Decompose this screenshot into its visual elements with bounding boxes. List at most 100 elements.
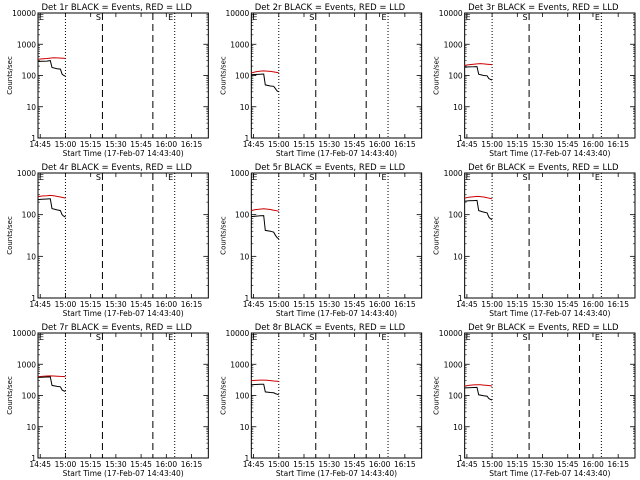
plot-frame [464,172,636,299]
x-tick-label: 15:45 [130,140,152,149]
y-tick-label: 1000 [17,40,36,49]
x-tick-label: 14:45 [456,300,478,309]
x-tick-label: 15:15 [80,140,102,149]
y-axis-label: Counts/sec [219,56,227,95]
x-tick-label: 14:45 [456,140,478,149]
series-lld [464,63,493,66]
panel-title: Det 1r BLACK = Events, RED = LLD [41,3,192,13]
x-tick-label: 16:00 [582,460,604,469]
series-lld [37,57,66,60]
x-tick-label: 15:45 [344,460,366,469]
range-start-marker: E [252,173,257,182]
x-tick-label: 16:15 [607,300,629,309]
series-events [464,386,493,401]
range-start-marker: E [39,333,44,342]
y-tick-label: 10000 [225,9,249,18]
plot-frame [250,332,423,459]
x-tick-label: 15:00 [481,140,503,149]
y-tick-label: 100 [235,392,250,401]
time-marker-label: E [382,333,387,342]
x-tick-label: 15:30 [318,140,340,149]
y-tick-label: 100 [22,392,37,401]
x-tick-label: 14:45 [29,460,51,469]
time-marker-label: E [595,333,600,342]
x-tick-label: 16:15 [607,460,629,469]
x-tick-label: 16:15 [394,140,416,149]
x-axis-label: Start Time (17-Feb-07 14:43:40) [489,469,610,478]
x-tick-label: 15:30 [318,300,340,309]
x-tick-label: 16:00 [155,140,177,149]
y-tick-label: 10 [26,252,36,261]
x-axis-label: Start Time (17-Feb-07 14:43:40) [276,149,397,158]
x-axis-label: Start Time (17-Feb-07 14:43:40) [276,309,397,318]
series-events [251,215,280,240]
x-axis-label: Start Time (17-Feb-07 14:43:40) [489,309,610,318]
series-lld [251,70,279,74]
y-tick-label: 1 [31,454,36,463]
series-events [251,383,279,396]
x-tick-label: 16:15 [181,140,203,149]
y-tick-label: 1000 [444,360,463,369]
y-tick-label: 100 [448,392,463,401]
series-lld [464,384,493,387]
time-marker-label: E [595,13,600,22]
x-axis-label: Start Time (17-Feb-07 14:43:40) [489,149,610,158]
x-tick-label: 15:15 [507,460,529,469]
panel-5: Det 5r BLACK = Events, RED = LLD11010010… [219,163,423,318]
x-tick-label: 15:30 [105,460,127,469]
panel-4: Det 4r BLACK = Events, RED = LLD11010010… [6,163,209,318]
x-tick-label: 16:15 [181,300,203,309]
time-marker-label: E [168,333,173,342]
x-axis-label: Start Time (17-Feb-07 14:43:40) [63,309,184,318]
panel-title: Det 4r BLACK = Events, RED = LLD [41,163,192,173]
x-tick-label: 15:45 [557,140,579,149]
x-tick-label: 16:15 [394,300,416,309]
x-axis-label: Start Time (17-Feb-07 14:43:40) [63,149,184,158]
x-tick-label: 16:00 [369,140,391,149]
range-start-marker: E [39,173,44,182]
x-tick-label: 14:45 [243,140,265,149]
panel-title: Det 8r BLACK = Events, RED = LLD [255,323,406,333]
panel-8: Det 8r BLACK = Events, RED = LLD 1 10 100 10… [219,323,423,478]
plot-frame [250,172,423,299]
time-marker-label: E [168,13,173,22]
time-marker-label: E [382,13,387,22]
time-marker-label: S [96,13,101,22]
y-tick-label: 10000 [439,329,463,338]
y-tick-label: 100 [448,211,463,220]
y-axis-label: Counts/sec [433,216,441,255]
y-tick-label: 1000 [230,40,249,49]
time-marker-label: E [595,173,600,182]
time-marker-label: S [309,173,314,182]
y-tick-label: 10 [453,423,463,432]
x-tick-label: 16:00 [582,300,604,309]
panel-title: Det 5r BLACK = Events, RED = LLD [255,163,406,173]
time-marker-label: S [523,333,528,342]
y-tick-label: 10 [240,423,250,432]
x-tick-label: 16:00 [369,460,391,469]
series-events [37,60,66,77]
series-lld [251,379,279,382]
time-marker-label: S [309,13,314,22]
x-tick-label: 15:00 [55,460,77,469]
y-tick-label: 100 [22,72,37,81]
x-tick-label: 15:45 [344,300,366,309]
y-axis-label: Counts/sec [219,216,227,255]
y-tick-label: 10 [26,103,36,112]
y-axis-label: Counts/sec [6,216,14,255]
series-events [464,199,493,221]
y-tick-label: 1000 [17,169,36,178]
x-axis-label: Start Time (17-Feb-07 14:43:40) [276,469,397,478]
y-tick-label: 1 [31,294,36,303]
time-marker-label: S [96,333,101,342]
plot-frame [37,172,209,299]
x-tick-label: 16:00 [369,300,391,309]
range-start-marker: E [252,333,257,342]
y-tick-label: 10000 [225,329,249,338]
panel-3: Det 3r BLACK = Events, RED = LLD11010010… [433,3,636,158]
y-tick-label: 1 [245,454,250,463]
x-tick-label: 15:30 [105,140,127,149]
x-tick-label: 15:00 [55,140,77,149]
x-tick-label: 14:45 [243,460,265,469]
y-tick-label: 100 [235,72,250,81]
